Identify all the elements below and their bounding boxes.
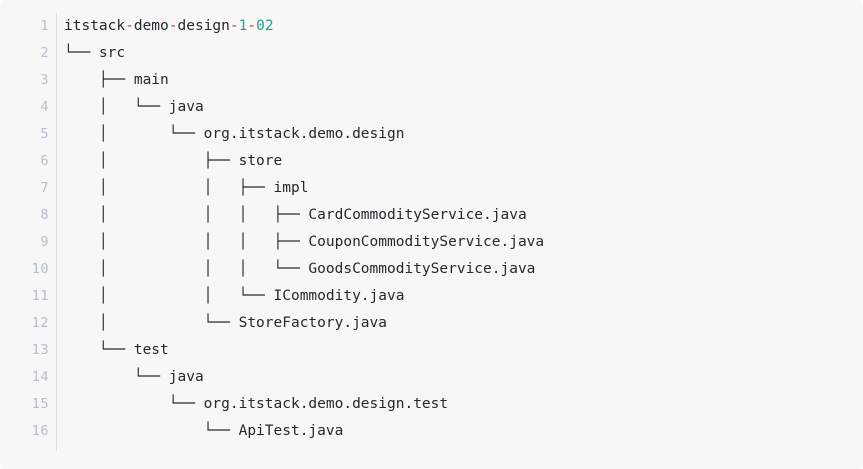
code-line: │ │ │ └── GoodsCommodityService.java <box>64 261 536 277</box>
code-line: │ │ │ ├── CouponCommodityService.java <box>64 234 545 250</box>
code-token-plain: itstack <box>64 18 126 34</box>
code-token-plain: design <box>177 18 230 34</box>
line-number: 4 <box>40 99 49 115</box>
code-line: │ │ └── ICommodity.java <box>64 288 405 304</box>
code-line: └── org.itstack.demo.design.test <box>64 396 449 412</box>
code-token-punct: - <box>247 18 257 34</box>
code-line: └── src <box>64 45 126 61</box>
code-content[interactable]: itstack-demo-design-1-02└── src ├── main… <box>56 13 863 469</box>
code-line: │ │ ├── impl <box>64 180 309 196</box>
line-number: 10 <box>31 261 49 277</box>
line-number: 2 <box>40 45 49 61</box>
code-token-punct: - <box>168 18 178 34</box>
code-line: └── ApiTest.java <box>64 423 344 439</box>
code-token-num: 02 <box>256 18 274 34</box>
line-number: 5 <box>40 126 49 142</box>
code-line: ├── main <box>64 72 169 88</box>
code-token-num: 1 <box>238 18 248 34</box>
code-token-punct: - <box>125 18 134 34</box>
line-number: 12 <box>31 315 49 331</box>
code-line: │ │ │ ├── CardCommodityService.java <box>64 207 527 223</box>
line-number: 3 <box>40 72 49 88</box>
code-line: itstack-demo-design-1-02 <box>64 13 863 40</box>
line-number: 7 <box>40 180 49 196</box>
line-number: 14 <box>31 369 49 385</box>
code-line: │ └── java <box>64 99 204 115</box>
code-line: │ └── org.itstack.demo.design <box>64 126 405 142</box>
code-line: │ ├── store <box>64 153 283 169</box>
code-line: │ └── StoreFactory.java <box>64 315 388 331</box>
gutter-divider <box>56 13 57 451</box>
line-number: 1 <box>40 18 49 34</box>
line-number: 15 <box>31 396 49 412</box>
code-token-punct: - <box>229 18 239 34</box>
line-number: 6 <box>40 153 49 169</box>
line-number: 8 <box>40 207 49 223</box>
line-number: 11 <box>31 288 49 304</box>
line-number: 9 <box>40 234 49 250</box>
line-number: 16 <box>31 423 49 439</box>
code-token-plain: demo <box>133 18 169 34</box>
line-number: 13 <box>31 342 49 358</box>
code-line: └── test <box>64 342 169 358</box>
code-line: └── java <box>64 369 204 385</box>
